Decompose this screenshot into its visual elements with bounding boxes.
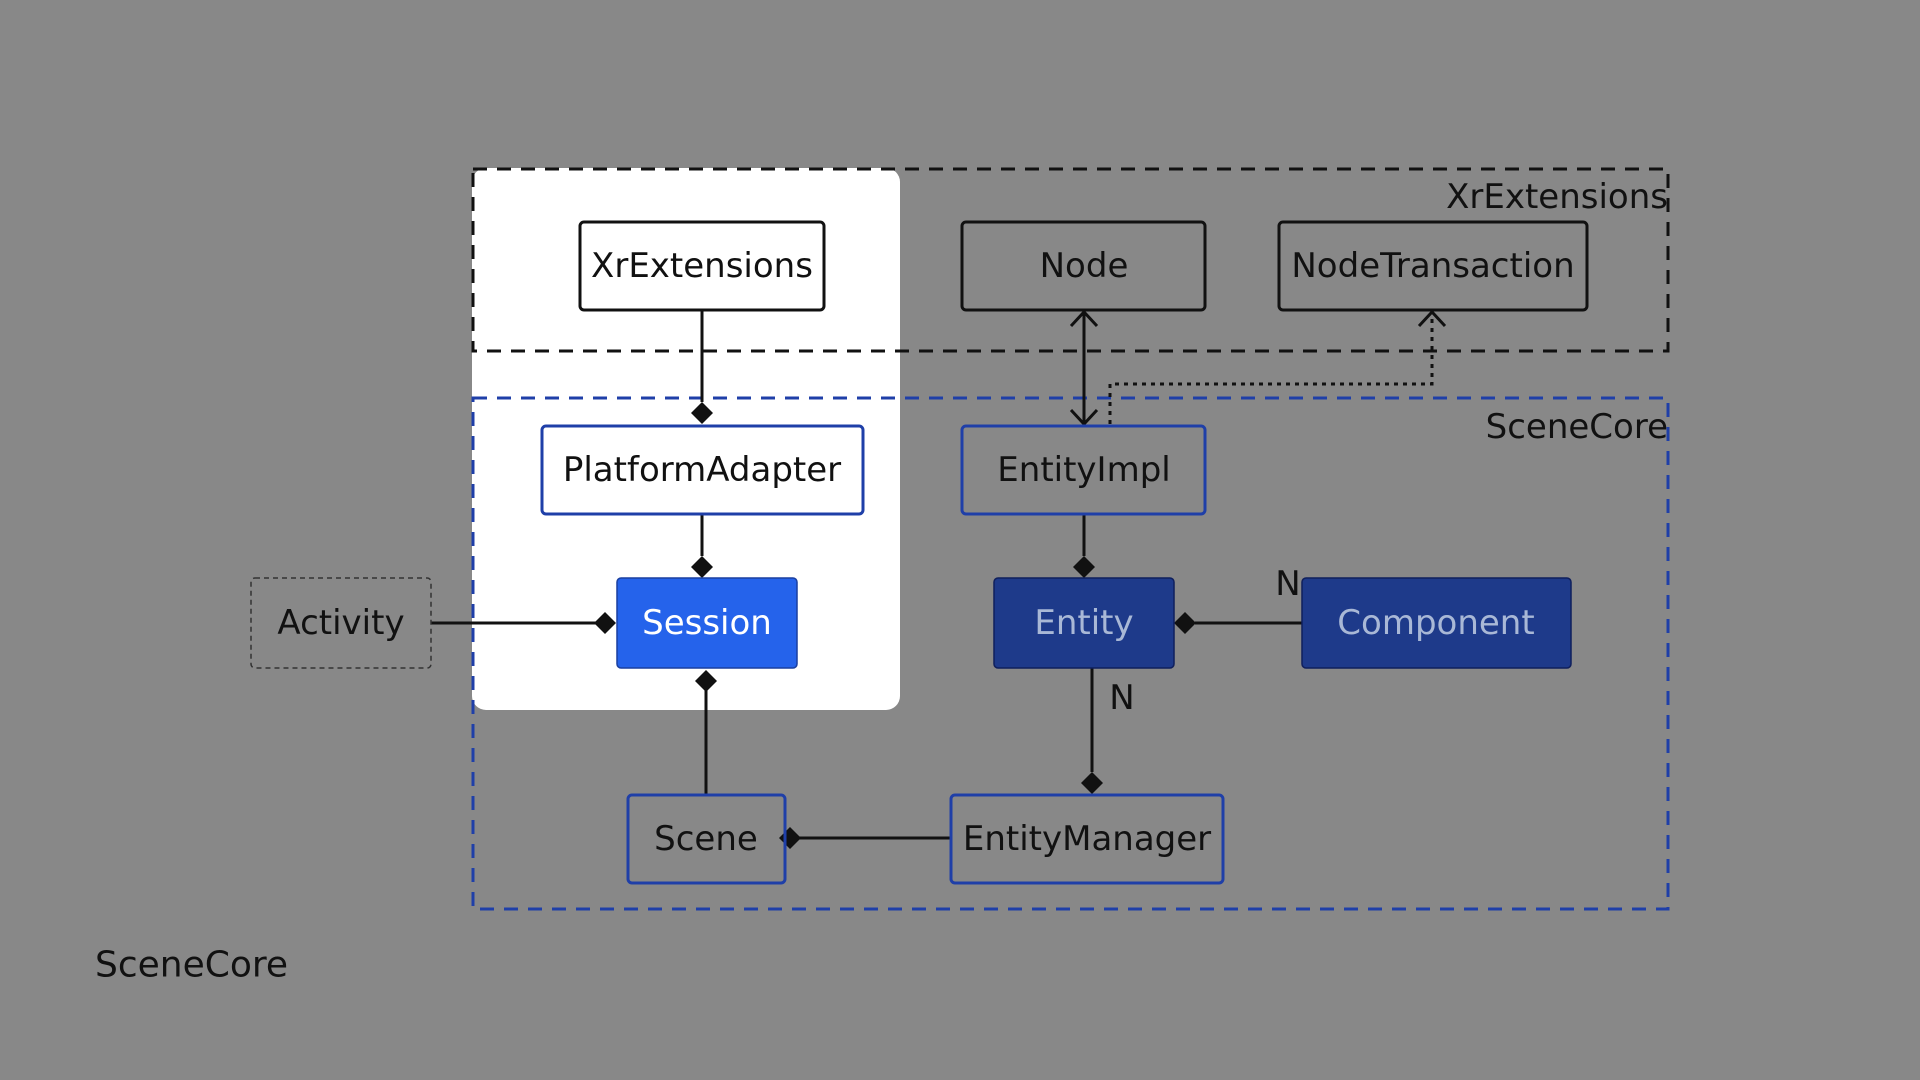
- node-entitymanager-label: EntityManager: [963, 819, 1211, 859]
- multiplicity-label: N: [1109, 678, 1134, 718]
- edge-entityimpl-nodetransaction: [1108, 312, 1434, 424]
- group-scenecore: [471, 396, 1670, 911]
- composition-diamond: [1174, 612, 1196, 634]
- node-entity[interactable]: Entity: [993, 577, 1175, 669]
- diagram-caption: SceneCore: [95, 945, 288, 986]
- arrow-head: [1069, 408, 1099, 427]
- composition-diamond: [779, 827, 801, 849]
- composition-diamond: [1073, 556, 1095, 578]
- node-xrextensions-label: XrExtensions: [591, 246, 813, 286]
- arrow-head: [1417, 309, 1447, 328]
- multiplicity-label: N: [1275, 564, 1300, 604]
- node-activity[interactable]: Activity: [250, 577, 432, 669]
- composition-diamond: [1081, 772, 1103, 794]
- node-component-label: Component: [1337, 603, 1534, 643]
- group-xrextensions-label: XrExtensions: [1446, 177, 1668, 217]
- composition-diamond: [594, 612, 616, 634]
- node-node-label: Node: [1040, 246, 1129, 286]
- node-nodetransaction[interactable]: NodeTransaction: [1277, 220, 1589, 312]
- node-entity-label: Entity: [1034, 603, 1133, 643]
- node-platformadapter[interactable]: PlatformAdapter: [540, 424, 865, 516]
- node-entityimpl[interactable]: EntityImpl: [960, 424, 1207, 516]
- node-scene-label: Scene: [654, 819, 758, 859]
- node-nodetransaction-label: NodeTransaction: [1291, 246, 1574, 286]
- node-scene[interactable]: Scene: [626, 793, 787, 885]
- node-activity-label: Activity: [277, 603, 404, 643]
- composition-diamond: [691, 556, 713, 578]
- composition-diamond: [695, 670, 717, 692]
- node-platformadapter-label: PlatformAdapter: [563, 450, 841, 490]
- node-entitymanager[interactable]: EntityManager: [949, 793, 1225, 885]
- node-xrextensions[interactable]: XrExtensions: [578, 220, 826, 312]
- node-node[interactable]: Node: [960, 220, 1207, 312]
- group-xrextensions: [471, 167, 1670, 353]
- node-component[interactable]: Component: [1301, 577, 1572, 669]
- arrow-head: [1069, 309, 1099, 328]
- group-scenecore-label: SceneCore: [1486, 407, 1668, 447]
- node-session-label: Session: [642, 603, 772, 643]
- node-session[interactable]: Session: [616, 577, 798, 669]
- node-entityimpl-label: EntityImpl: [997, 450, 1170, 490]
- composition-diamond: [691, 402, 713, 424]
